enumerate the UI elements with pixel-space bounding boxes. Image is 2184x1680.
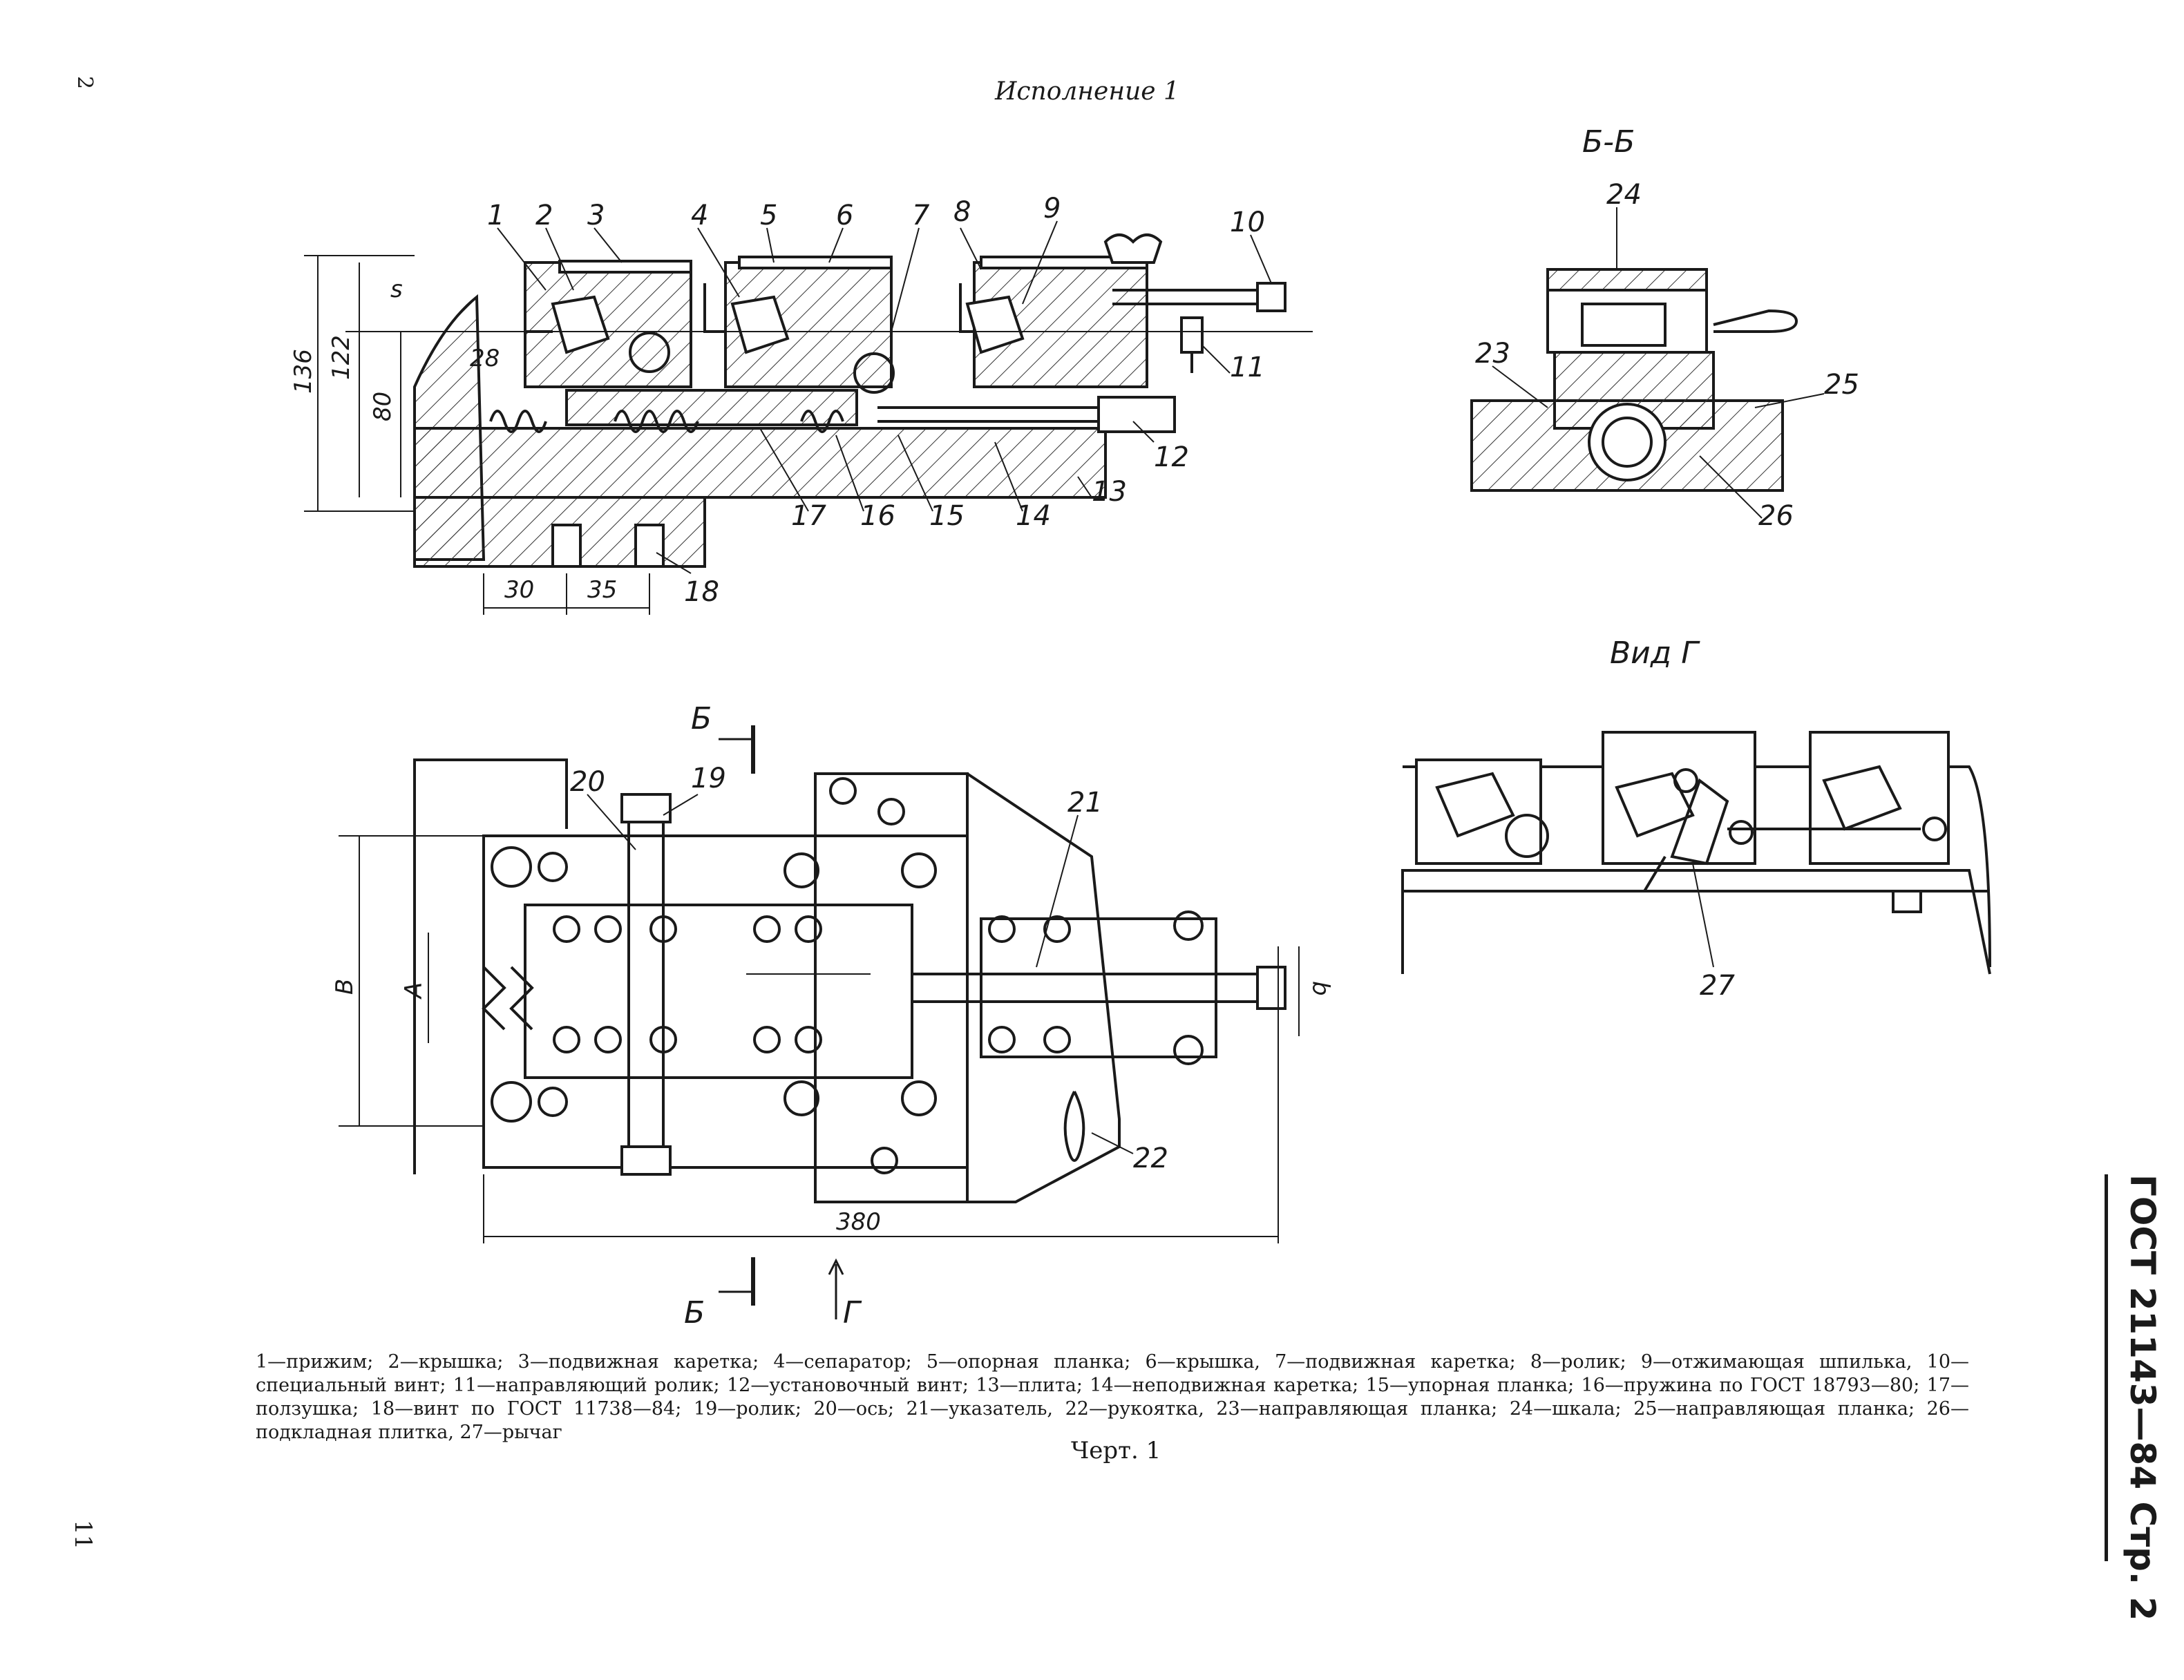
section-label-b-b: Б-Б xyxy=(1582,124,1635,160)
parts-legend: 1—прижим; 2—крышка; 3—подвижная каретка;… xyxy=(256,1351,1969,1443)
dim-136: 136 xyxy=(289,349,317,394)
view-g xyxy=(1401,731,1991,975)
callout-18: 18 xyxy=(684,576,719,608)
plan-view xyxy=(339,725,1300,1319)
dim-80: 80 xyxy=(369,392,397,421)
dim-28: 28 xyxy=(470,345,500,372)
figure-label: Черт. 1 xyxy=(1071,1437,1161,1464)
callout-19: 19 xyxy=(691,763,726,794)
sidebar-rule xyxy=(2105,1174,2108,1561)
section-b-b-view xyxy=(1470,207,1825,519)
standard-number: ГОСТ 21143—84 Стр. 2 xyxy=(2123,1174,2163,1621)
callout-1: 1 xyxy=(487,200,504,231)
callout-20: 20 xyxy=(570,766,605,798)
dim-30: 30 xyxy=(504,576,534,604)
page-title: Исполнение 1 xyxy=(995,77,1179,106)
callout-6: 6 xyxy=(836,200,853,231)
callout-8: 8 xyxy=(953,196,971,228)
callout-5: 5 xyxy=(760,200,777,231)
callout-11: 11 xyxy=(1230,352,1265,383)
callout-21: 21 xyxy=(1067,787,1103,819)
dim-s: s xyxy=(390,276,403,303)
view-label-g: Вид Г xyxy=(1610,636,1700,671)
callout-22: 22 xyxy=(1133,1143,1168,1174)
callout-23: 23 xyxy=(1475,338,1510,370)
dim-122: 122 xyxy=(327,335,355,380)
callout-26: 26 xyxy=(1758,500,1794,532)
callout-2: 2 xyxy=(535,200,553,231)
callout-14: 14 xyxy=(1016,500,1051,532)
dim-380: 380 xyxy=(836,1208,881,1236)
callout-16: 16 xyxy=(860,500,895,532)
callout-4: 4 xyxy=(691,200,708,231)
callout-9: 9 xyxy=(1043,193,1061,225)
view-mark-arrow: Г xyxy=(843,1295,862,1330)
dim-b-upper: B xyxy=(331,979,359,995)
callout-10: 10 xyxy=(1230,207,1265,238)
standard-sidebar: ГОСТ 21143—84 Стр. 2 xyxy=(2066,1174,2176,1621)
section-mark-top: Б xyxy=(691,701,712,736)
callout-12: 12 xyxy=(1154,441,1189,473)
side-section-view xyxy=(304,220,1313,615)
callout-7: 7 xyxy=(912,200,930,231)
page-number-bottom: 11 xyxy=(69,1520,97,1550)
callout-27: 27 xyxy=(1700,970,1735,1002)
callout-24: 24 xyxy=(1606,179,1642,211)
callout-3: 3 xyxy=(587,200,605,231)
callout-17: 17 xyxy=(791,500,826,532)
dim-b-lower: b xyxy=(1307,981,1334,996)
callout-25: 25 xyxy=(1824,369,1859,401)
callout-15: 15 xyxy=(929,500,965,532)
section-mark-bottom: Б xyxy=(684,1295,705,1330)
dim-35: 35 xyxy=(587,576,617,604)
dim-a: A xyxy=(400,982,428,1000)
callout-13: 13 xyxy=(1092,476,1127,508)
